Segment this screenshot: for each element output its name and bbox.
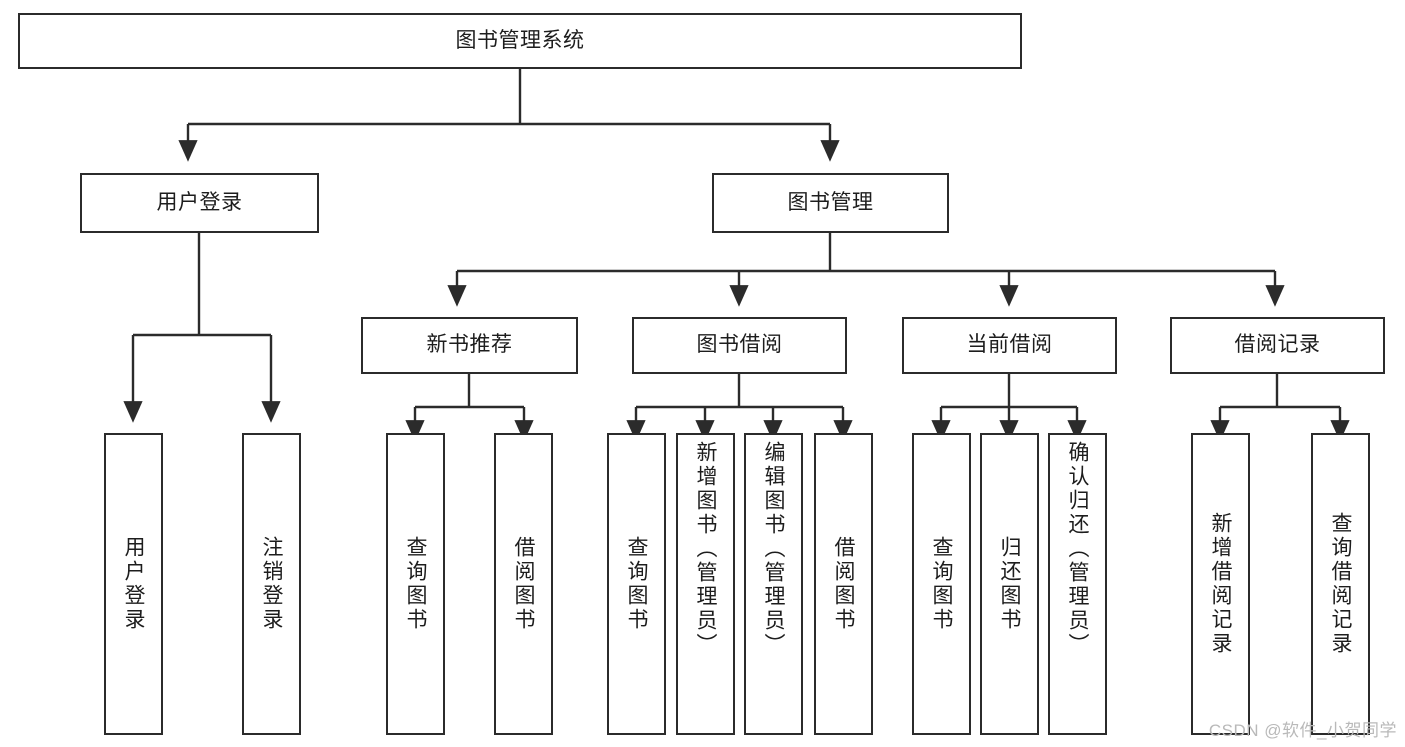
- leaf-user-login-label: 用户登录: [122, 536, 145, 632]
- leaf-add-borrow-record[interactable]: 新增借阅记录: [1191, 433, 1250, 735]
- leaf-edit-book-admin-label: 编辑图书（管理员）: [762, 441, 785, 657]
- watermark: CSDN @软件_小贺同学: [1208, 721, 1397, 740]
- leaf-user-login[interactable]: 用户登录: [104, 433, 163, 735]
- node-new-book-recommend-label: 新书推荐: [426, 333, 513, 357]
- leaf-query-book-2[interactable]: 查询图书: [607, 433, 666, 735]
- leaf-borrow-book-1-label: 借阅图书: [512, 536, 535, 632]
- node-borrow-record[interactable]: 借阅记录: [1170, 317, 1385, 374]
- node-current-borrow-label: 当前借阅: [966, 333, 1053, 357]
- leaf-query-book-3-label: 查询图书: [930, 536, 953, 632]
- node-current-borrow[interactable]: 当前借阅: [902, 317, 1117, 374]
- leaf-borrow-book-2-label: 借阅图书: [832, 536, 855, 632]
- leaf-confirm-return-admin-label: 确认归还（管理员）: [1066, 441, 1089, 657]
- node-root-label: 图书管理系统: [455, 28, 585, 52]
- leaf-add-book-admin-label: 新增图书（管理员）: [694, 441, 717, 657]
- leaf-add-borrow-record-label: 新增借阅记录: [1209, 512, 1232, 656]
- node-user-login-label: 用户登录: [156, 190, 243, 214]
- node-root[interactable]: 图书管理系统: [18, 13, 1022, 69]
- leaf-query-book-1[interactable]: 查询图书: [386, 433, 445, 735]
- leaf-edit-book-admin[interactable]: 编辑图书（管理员）: [744, 433, 803, 735]
- leaf-query-book-3[interactable]: 查询图书: [912, 433, 971, 735]
- node-user-login[interactable]: 用户登录: [80, 173, 319, 233]
- leaf-query-book-1-label: 查询图书: [404, 536, 427, 632]
- leaf-logout-login[interactable]: 注销登录: [242, 433, 301, 735]
- leaf-query-borrow-record-label: 查询借阅记录: [1329, 512, 1352, 656]
- leaf-confirm-return-admin[interactable]: 确认归还（管理员）: [1048, 433, 1107, 735]
- node-book-manage-label: 图书管理: [787, 190, 874, 214]
- node-borrow-record-label: 借阅记录: [1234, 333, 1321, 357]
- leaf-return-book-label: 归还图书: [998, 536, 1021, 632]
- leaf-return-book[interactable]: 归还图书: [980, 433, 1039, 735]
- node-book-borrow-label: 图书借阅: [696, 333, 783, 357]
- leaf-logout-login-label: 注销登录: [260, 536, 283, 632]
- node-new-book-recommend[interactable]: 新书推荐: [361, 317, 578, 374]
- leaf-query-borrow-record[interactable]: 查询借阅记录: [1311, 433, 1370, 735]
- leaf-add-book-admin[interactable]: 新增图书（管理员）: [676, 433, 735, 735]
- node-book-manage[interactable]: 图书管理: [712, 173, 949, 233]
- leaf-borrow-book-2[interactable]: 借阅图书: [814, 433, 873, 735]
- leaf-query-book-2-label: 查询图书: [625, 536, 648, 632]
- node-book-borrow[interactable]: 图书借阅: [632, 317, 847, 374]
- leaf-borrow-book-1[interactable]: 借阅图书: [494, 433, 553, 735]
